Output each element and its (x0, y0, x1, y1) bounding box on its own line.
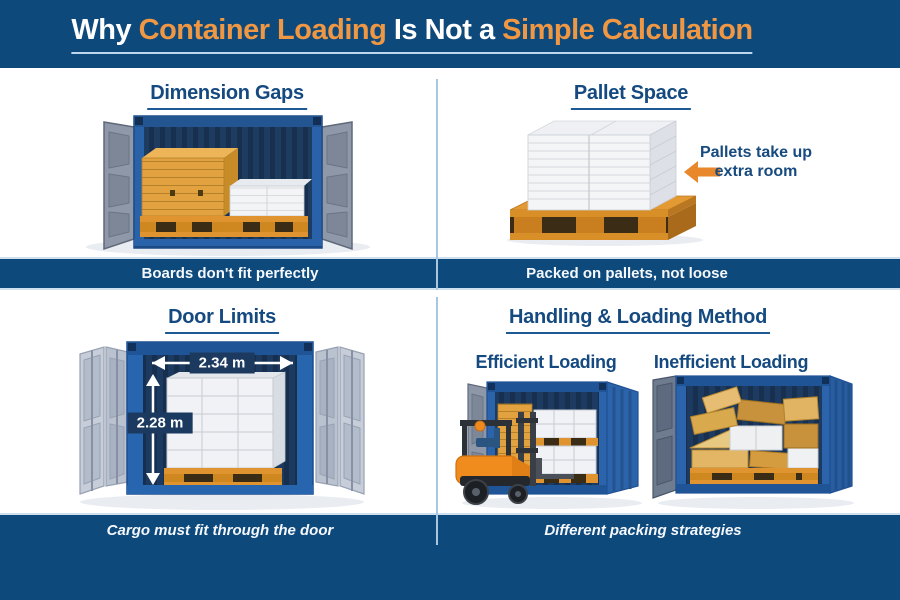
dimension-gaps-container-illustration (86, 115, 370, 256)
label-efficient-loading: Efficient Loading (475, 352, 617, 372)
lumber-stack-white (229, 179, 312, 217)
page-title: Why Container Loading Is Not a Simple Ca… (71, 13, 753, 54)
pallet-icon (164, 468, 282, 485)
vertical-divider-bottom (436, 297, 438, 545)
pallet-under-white (228, 216, 308, 237)
annotation-line-1: Pallets take up (699, 144, 813, 161)
right-doors (315, 346, 365, 495)
heading-door-limits: Door Limits (165, 306, 279, 334)
vertical-divider-top (436, 79, 438, 290)
forklift-icon (455, 412, 574, 505)
heading-pallet-space: Pallet Space (570, 82, 692, 110)
caption-band-top: Boards don't fit perfectly Packed on pal… (0, 257, 900, 290)
heading-handling-loading: Handling & Loading Method (505, 306, 771, 334)
caption-band-bottom: Cargo must fit through the door Differen… (0, 513, 900, 600)
caption-door-limits: Cargo must fit through the door (106, 522, 334, 539)
annotation-line-2: extra room (714, 163, 798, 180)
pallet-space-illustration (507, 120, 703, 246)
container-cargo (497, 403, 598, 483)
board-stack (527, 120, 677, 211)
container-sill (127, 485, 313, 494)
jumbled-boxes (689, 386, 820, 470)
title-part: Why (71, 14, 139, 46)
label-inefficient-loading: Inefficient Loading (653, 352, 809, 372)
title-part: Container Loading (138, 14, 394, 46)
right-door (321, 121, 353, 251)
left-doors (79, 346, 129, 495)
container-sill (134, 239, 322, 248)
arrow-left-icon (684, 161, 720, 183)
ground-shadow (462, 497, 642, 509)
left-door (103, 121, 135, 251)
door-width-label: 2.34 m (189, 352, 255, 374)
title-part: Simple Calculation (502, 14, 753, 46)
header-band: Why Container Loading Is Not a Simple Ca… (0, 0, 900, 68)
title-underline (71, 52, 753, 54)
inefficient-loading-illustration (652, 375, 854, 509)
lumber-stack-orange (141, 148, 238, 217)
caption-handling: Different packing strategies (544, 522, 742, 539)
pallet-under-orange (140, 216, 228, 237)
container-sill-edge (134, 246, 322, 248)
container-sill (676, 484, 830, 493)
pallet-annotation: Pallets take up extra room (698, 143, 814, 181)
title-line: Why Container Loading Is Not a Simple Ca… (71, 13, 753, 47)
caption-dimension-gaps: Boards don't fit perfectly (141, 265, 319, 282)
ground-shadow (658, 497, 854, 509)
heading-dimension-gaps: Dimension Gaps (147, 82, 307, 110)
container-sill (487, 485, 607, 494)
caption-pallet-space: Packed on pallets, not loose (526, 265, 728, 282)
pallet-icon (690, 468, 818, 484)
door-height-label: 2.28 m (127, 412, 193, 434)
title-part: Is Not a (393, 14, 503, 46)
ground-shadow (80, 494, 364, 510)
efficient-loading-illustration (455, 381, 642, 509)
open-door (652, 375, 677, 499)
